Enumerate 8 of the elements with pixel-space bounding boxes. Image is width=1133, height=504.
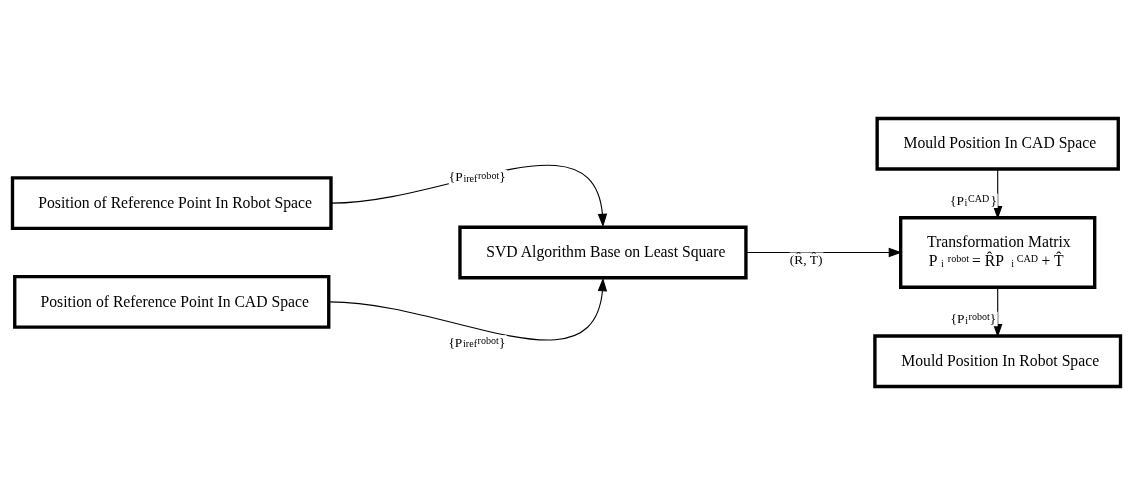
node-box: Mould Position In CAD Space (875, 116, 1120, 171)
edge-label: (R̂, T̂) (789, 251, 823, 267)
arrow (329, 277, 608, 340)
node-box: Position of Reference Point In Robot Space (10, 175, 333, 230)
node-box: Mould Position In Robot Space (873, 333, 1123, 388)
arrow (330, 164, 608, 227)
node-box: Position of Reference Point In CAD Space (13, 274, 331, 329)
node-box: SVD Algorithm Base on Least Square (458, 225, 748, 279)
